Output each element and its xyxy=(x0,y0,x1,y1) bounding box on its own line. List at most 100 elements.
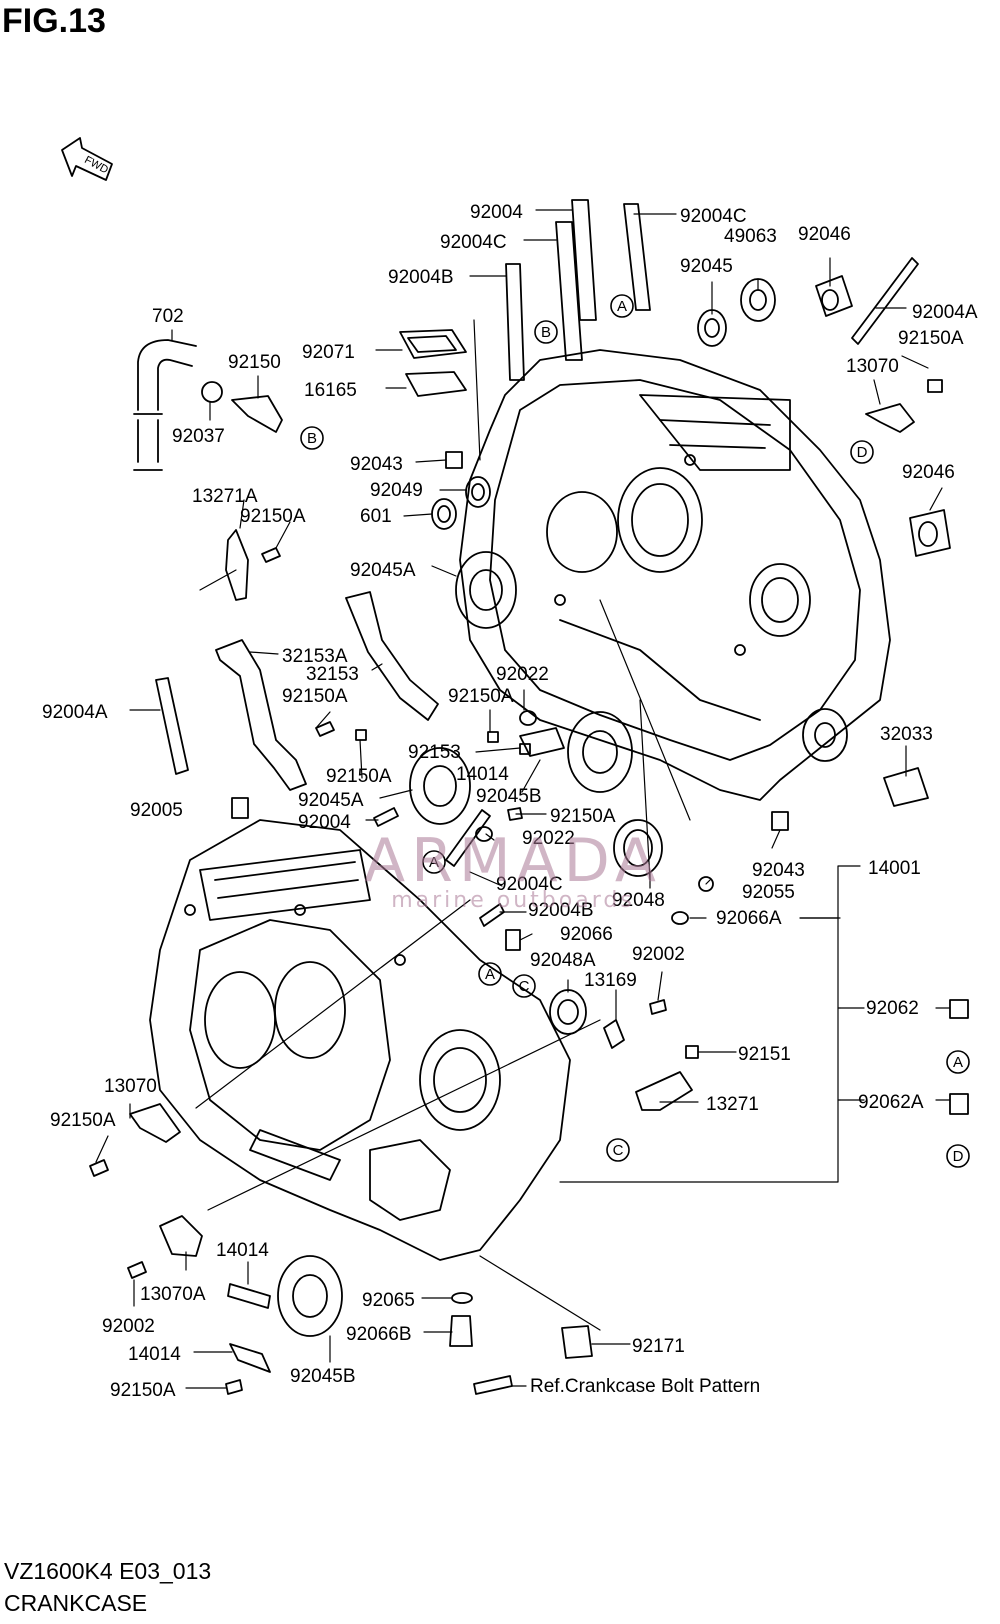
callout-601: 601 xyxy=(360,506,392,527)
ref-marker-b: B xyxy=(307,430,317,447)
callout-92004C: 92004C xyxy=(440,232,507,253)
crankcase-left-half xyxy=(149,819,571,1261)
bolt-92150A-g xyxy=(225,1379,243,1395)
callout-92043: 92043 xyxy=(350,454,403,475)
ref-marker-a: A xyxy=(429,854,439,871)
callout-14014: 14014 xyxy=(456,764,509,785)
callout-13271: 13271 xyxy=(706,1094,759,1115)
bearing-92045B-mid xyxy=(567,711,633,793)
callout-92151: 92151 xyxy=(738,1044,791,1065)
plate-14014-bottom xyxy=(229,1343,271,1373)
clip-92037 xyxy=(201,381,223,403)
callout-92062A: 92062A xyxy=(858,1092,924,1113)
bearing-92046-mid xyxy=(909,509,951,557)
model-code: VZ1600K4 E03_013 xyxy=(4,1558,212,1584)
plug-92062A xyxy=(949,1093,969,1115)
stud-92004C-mid xyxy=(445,809,491,867)
callout-ref-bolt-pattern: Ref.Crankcase Bolt Pattern xyxy=(530,1376,760,1397)
stud-92004C-top-right xyxy=(623,203,651,311)
callout-92002: 92002 xyxy=(632,944,685,965)
stud-92004A-left xyxy=(155,677,189,775)
callout-13070: 13070 xyxy=(846,356,899,377)
pipe-32153 xyxy=(345,591,439,721)
callout-92046: 92046 xyxy=(902,462,955,483)
callout-702: 702 xyxy=(152,306,184,327)
callout-92022: 92022 xyxy=(496,664,549,685)
washer-92022-top xyxy=(519,710,537,726)
callout-13271A: 13271A xyxy=(192,486,258,507)
callout-92062: 92062 xyxy=(866,998,919,1019)
callout-92046: 92046 xyxy=(798,224,851,245)
crankcase-right-half xyxy=(459,349,891,801)
callout-92004A: 92004A xyxy=(912,302,978,323)
callout-92043: 92043 xyxy=(752,860,805,881)
callout-49063: 49063 xyxy=(724,226,777,247)
bearing-92046-top xyxy=(815,275,853,317)
plate-13271 xyxy=(635,1071,693,1111)
pipe-32153A xyxy=(215,639,307,791)
callout-14014: 14014 xyxy=(216,1240,269,1261)
bolt-92153 xyxy=(519,743,531,755)
bolt-92151 xyxy=(685,1045,699,1059)
callout-92066A: 92066A xyxy=(716,908,782,929)
callout-14014: 14014 xyxy=(128,1344,181,1365)
gasket-92071 xyxy=(399,329,467,359)
callout-92045B: 92045B xyxy=(290,1366,356,1387)
dowel-92005 xyxy=(231,797,249,819)
bolt-92150A-c xyxy=(355,729,367,741)
plate-13169 xyxy=(603,1019,625,1049)
callout-92150A: 92150A xyxy=(282,686,348,707)
stud-92004B-top xyxy=(505,263,525,381)
dowel-92066 xyxy=(505,929,521,951)
bearing-92045A-upper xyxy=(455,551,517,629)
callout-92045: 92045 xyxy=(680,256,733,277)
callout-92066: 92066 xyxy=(560,924,613,945)
callout-92004: 92004 xyxy=(470,202,523,223)
callout-92171: 92171 xyxy=(632,1336,685,1357)
ref-marker-d: D xyxy=(953,1148,964,1165)
bolt-92002-left xyxy=(127,1261,147,1279)
figure-title: FIG.13 xyxy=(2,2,106,40)
ref-marker-c: C xyxy=(519,978,530,995)
callout-14001: 14001 xyxy=(868,858,921,879)
stud-92004B-mid xyxy=(479,903,505,927)
ref-marker-c: C xyxy=(613,1142,624,1159)
callout-92049: 92049 xyxy=(370,480,423,501)
section-name: CRANKCASE xyxy=(4,1590,148,1616)
bolt-92150A-b xyxy=(315,721,335,737)
callout-92037: 92037 xyxy=(172,426,225,447)
bolt-92150A-d xyxy=(487,731,499,743)
callout-92153: 92153 xyxy=(408,742,461,763)
bolt-92150A-right xyxy=(927,379,943,393)
bolt-92171 xyxy=(561,1325,593,1359)
bearing-92045B-low xyxy=(277,1255,343,1337)
fwd-arrow-icon: FWD xyxy=(61,137,113,181)
bolt-92150A-a xyxy=(261,547,281,563)
stud-92004C-top-left xyxy=(555,221,583,361)
callout-92004A: 92004A xyxy=(42,702,108,723)
ref-marker-a: A xyxy=(953,1054,963,1071)
callout-92048: 92048 xyxy=(612,890,665,911)
callout-92045B: 92045B xyxy=(476,786,542,807)
washer-92065 xyxy=(451,1292,473,1304)
plate-14014-mid xyxy=(519,727,565,757)
callout-92005: 92005 xyxy=(130,800,183,821)
ref-marker-a: A xyxy=(485,966,495,983)
callout-92048A: 92048A xyxy=(530,950,596,971)
callout-92065: 92065 xyxy=(362,1290,415,1311)
callout-92045A: 92045A xyxy=(350,560,416,581)
dowel-92043-top xyxy=(445,451,463,469)
callout-92150A: 92150A xyxy=(448,686,514,707)
callout-92150A: 92150A xyxy=(326,766,392,787)
callout-92004C: 92004C xyxy=(680,206,747,227)
ref-marker-b: B xyxy=(541,324,551,341)
plate-14014-low xyxy=(227,1283,271,1309)
callout-92055: 92055 xyxy=(742,882,795,903)
callout-92066B: 92066B xyxy=(346,1324,412,1345)
callout-92004B: 92004B xyxy=(388,267,454,288)
bolt-92150A-e xyxy=(507,807,523,821)
hose-702 xyxy=(133,339,197,471)
callout-32153A: 32153A xyxy=(282,646,348,667)
callout-13169: 13169 xyxy=(584,970,637,991)
